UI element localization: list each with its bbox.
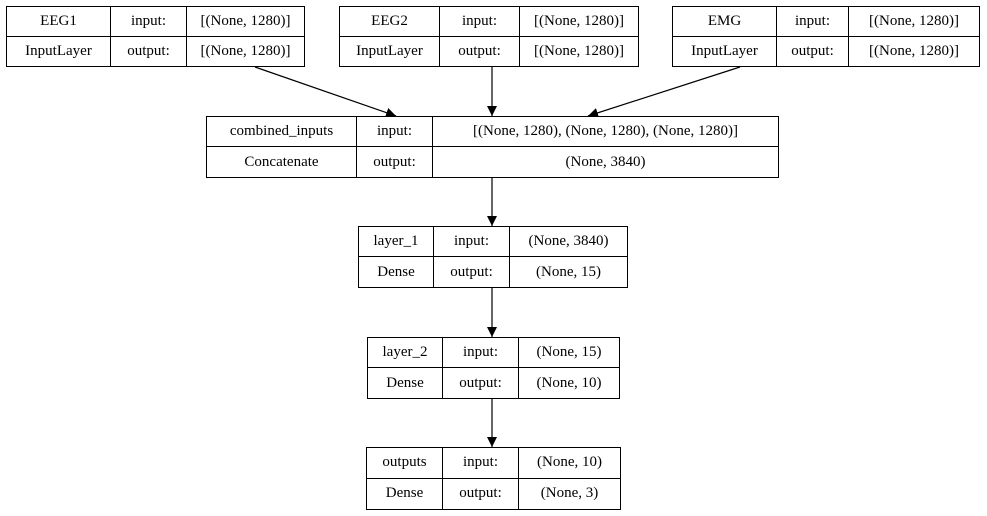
layer-node-eeg2: EEG2 input: [(None, 1280)] InputLayer ou…	[339, 6, 639, 67]
output-label: output:	[111, 36, 187, 66]
input-shape: (None, 3840)	[510, 227, 627, 257]
input-label: input:	[357, 117, 433, 147]
output-label: output:	[434, 257, 510, 287]
input-shape: (None, 10)	[519, 448, 620, 479]
layer-node-combined-inputs: combined_inputs input: [(None, 1280), (N…	[206, 116, 779, 178]
input-label: input:	[443, 448, 519, 479]
layer-name: EEG2	[340, 7, 440, 37]
layer-name: EEG1	[7, 7, 111, 37]
layer-type: Dense	[367, 478, 443, 509]
output-shape: (None, 10)	[536, 374, 602, 391]
output-label: output:	[777, 36, 849, 66]
layer-type: Dense	[368, 368, 443, 398]
input-shape: [(None, 1280)]	[849, 7, 979, 37]
layer-node-layer-2: layer_2 input: (None, 15) Dense output: …	[367, 337, 620, 399]
output-label: output:	[357, 147, 433, 177]
layer-name: outputs	[367, 448, 443, 479]
layer-name: EMG	[673, 7, 777, 37]
layer-node-outputs: outputs input: (None, 10) Dense output: …	[366, 447, 621, 510]
arrow-eeg1-to-combined	[254, 66, 397, 118]
input-label: input:	[440, 7, 520, 37]
output-shape: (None, 3)	[540, 485, 599, 502]
input-shape: [(None, 1280)]	[187, 7, 304, 37]
input-shape: [(None, 1280)]	[520, 7, 638, 37]
input-label: input:	[443, 338, 519, 368]
layer-type: InputLayer	[7, 36, 111, 66]
layer-name: combined_inputs	[207, 117, 357, 147]
input-label: input:	[777, 7, 849, 37]
layer-type: Dense	[359, 257, 434, 287]
output-label: output:	[443, 368, 519, 398]
output-shape: [(None, 1280)]	[534, 42, 624, 59]
layer-type: Concatenate	[207, 147, 357, 177]
layer-name: layer_1	[359, 227, 434, 257]
output-shape: (None, 15)	[536, 263, 601, 280]
input-shape: (None, 15)	[519, 338, 619, 368]
input-label: input:	[111, 7, 187, 37]
layer-node-eeg1: EEG1 input: [(None, 1280)] InputLayer ou…	[6, 6, 305, 67]
input-shape: [(None, 1280), (None, 1280), (None, 1280…	[433, 117, 778, 147]
layer-type: InputLayer	[673, 36, 777, 66]
layer-name: layer_2	[368, 338, 443, 368]
output-shape: [(None, 1280)]	[869, 42, 959, 59]
output-shape: [(None, 1280)]	[200, 42, 291, 59]
layer-node-layer-1: layer_1 input: (None, 3840) Dense output…	[358, 226, 628, 288]
output-label: output:	[440, 36, 520, 66]
layer-node-emg: EMG input: [(None, 1280)] InputLayer out…	[672, 6, 980, 67]
input-label: input:	[434, 227, 510, 257]
output-label: output:	[443, 478, 519, 509]
arrow-emg-to-combined	[587, 66, 741, 118]
output-shape: (None, 3840)	[565, 153, 646, 170]
layer-type: InputLayer	[340, 36, 440, 66]
